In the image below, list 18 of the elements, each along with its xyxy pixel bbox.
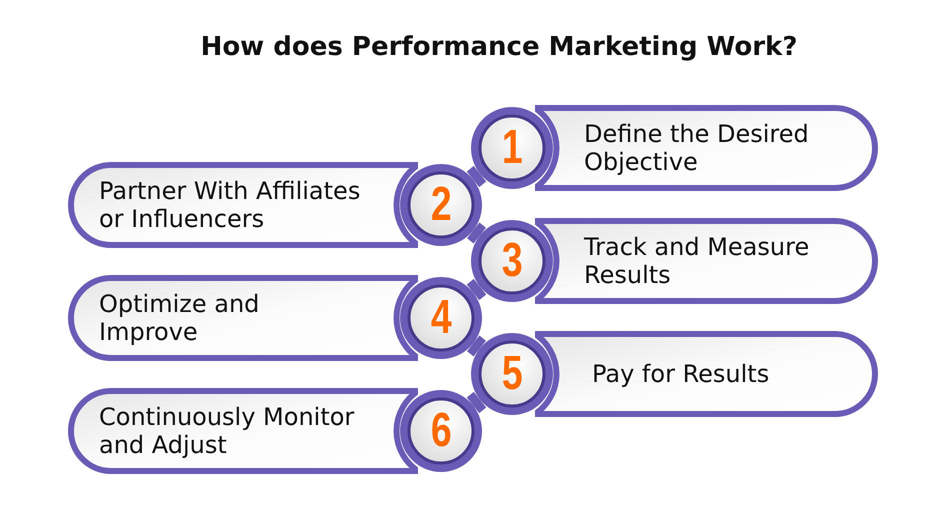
connector-link [466, 166, 486, 188]
step-number: 1 [502, 124, 522, 172]
connector-link [467, 222, 486, 244]
step-number: 6 [430, 407, 452, 455]
title: How does Performance Marketing Work? [200, 32, 798, 62]
step-text: Pay for Results [592, 360, 770, 388]
step-number: 5 [502, 350, 522, 398]
step-number: 3 [502, 237, 522, 285]
step-number: 2 [430, 181, 452, 229]
connector-link [466, 392, 486, 414]
step-text: Optimize and Improve [99, 290, 260, 346]
step-text: Track and Measure Results [584, 233, 810, 289]
step-text: Partner With Affiliates or Influencers [99, 177, 362, 233]
step-text: Continuously Monitor and Adjust [99, 403, 356, 459]
step-text: Define the Desired Objective [584, 120, 810, 176]
connector-link [466, 278, 486, 300]
step-number: 4 [430, 294, 452, 342]
connector-link [467, 336, 486, 356]
